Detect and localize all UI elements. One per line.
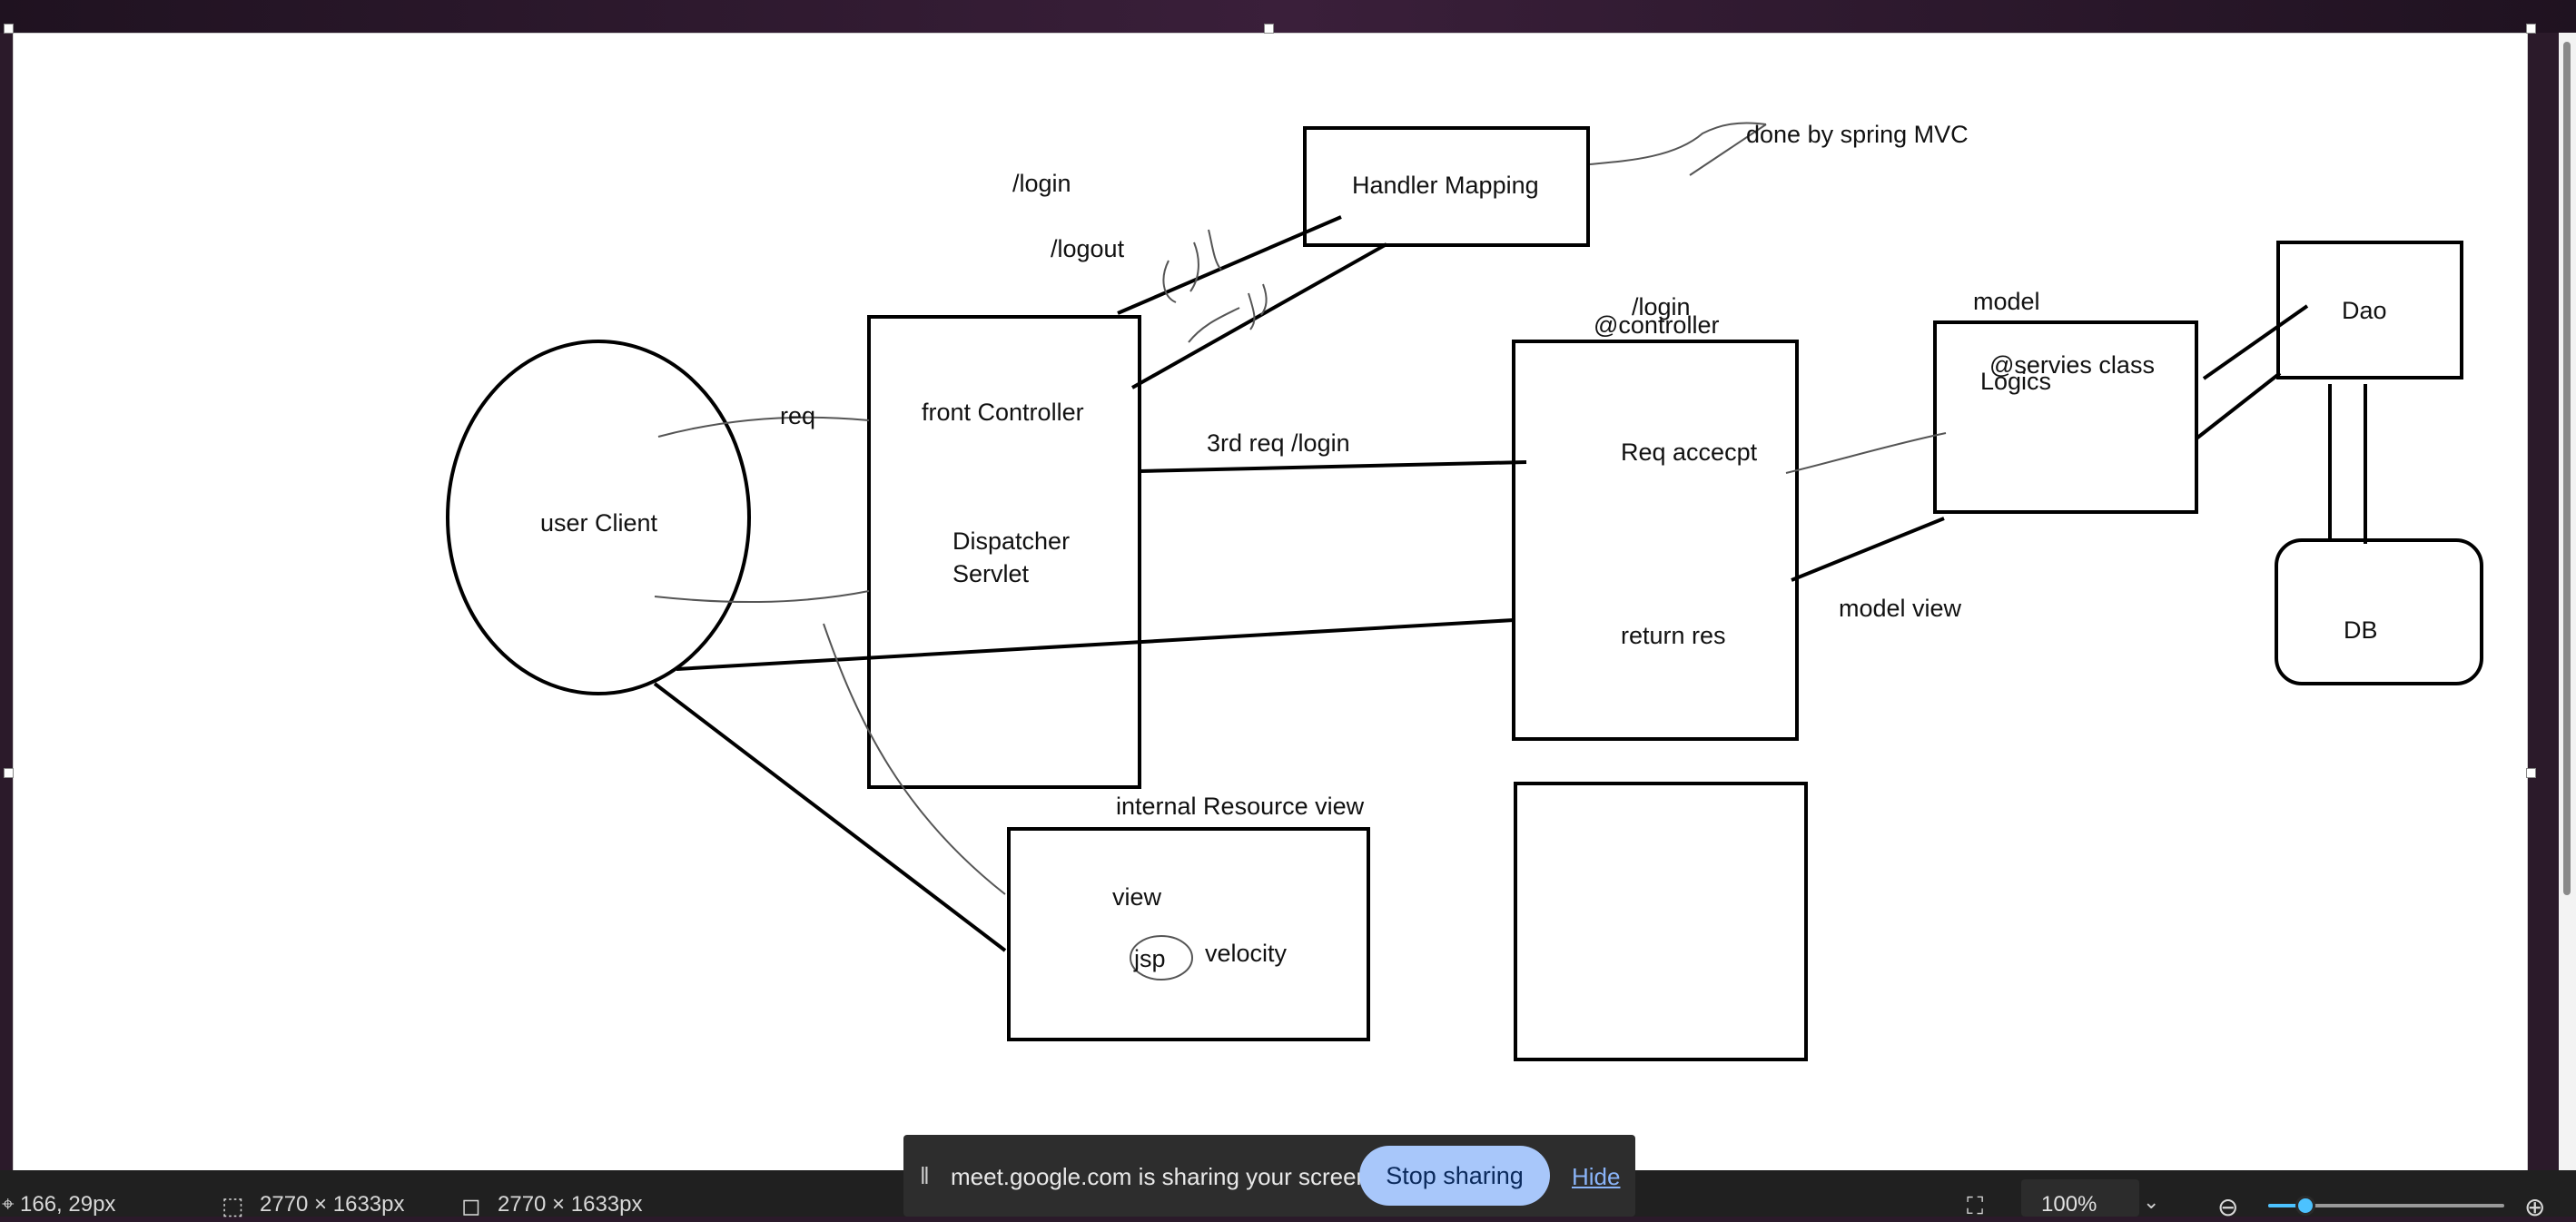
zoom-slider-fill (2268, 1204, 2305, 1207)
user-client-label: user Client (540, 509, 658, 537)
db-label: DB (2344, 616, 2378, 644)
share-message: meet.google.com is sharing your screen. (951, 1163, 1377, 1190)
done-by-label: done by spring MVC (1746, 121, 1969, 148)
fit-screen-icon[interactable]: ⛶ (1967, 1192, 1984, 1219)
front-to-controller-line (1139, 460, 1527, 473)
cursor-position: 166, 29px (20, 1192, 116, 1217)
user-client-shape (446, 340, 751, 695)
login-path-label: /login (1012, 170, 1071, 197)
controller-to-client-line (676, 618, 1515, 671)
model-view-label: model view (1839, 595, 1962, 622)
zoom-slider-track[interactable] (2268, 1196, 2504, 1216)
done-by-stroke-1 (1589, 122, 1767, 165)
jsp-circle (1130, 935, 1193, 981)
velocity-label: velocity (1205, 940, 1288, 967)
canvas-size: 2770 × 1633px (498, 1192, 643, 1217)
db-box (2275, 538, 2483, 685)
services-to-dao-line-1 (2202, 304, 2309, 380)
scrollbar-thumb[interactable] (2563, 42, 2571, 895)
scribble-1 (1162, 229, 1222, 303)
front-to-handler-line-1 (1117, 215, 1342, 315)
selection-size: 2770 × 1633px (260, 1192, 405, 1217)
diagram-drawing (446, 122, 2483, 1061)
req-label: req (780, 402, 816, 429)
zoom-slider-thumb[interactable] (2295, 1196, 2315, 1216)
res-arrow-stroke (654, 590, 870, 604)
resize-handle-top[interactable] (1264, 24, 1274, 34)
resize-handle-top-left[interactable] (4, 24, 14, 34)
zoom-value: 100% (2041, 1192, 2097, 1217)
drawing-canvas[interactable]: user Client req front Controller Dispatc… (13, 33, 2528, 1172)
req-accept-stroke (1785, 432, 1947, 474)
return-res-label: return res (1621, 622, 1726, 649)
view-box (1007, 827, 1370, 1041)
zoom-dropdown[interactable]: 100% ⌄ (2021, 1179, 2159, 1217)
controller-annotation-label: @controller (1594, 311, 1720, 339)
drag-handle-icon[interactable]: ‖ (920, 1162, 930, 1189)
req-accept-label: Req accecpt (1621, 439, 1758, 466)
resize-handle-top-right[interactable] (2526, 24, 2536, 34)
services-to-dao-line-2 (2195, 371, 2282, 440)
third-req-label: 3rd req /login (1207, 429, 1350, 457)
services-class-label: @servies class (1989, 351, 2155, 379)
view-arrow-stroke (823, 623, 1006, 895)
front-to-handler-line-2 (1131, 242, 1387, 389)
resize-handle-left[interactable] (4, 768, 14, 778)
view-label: view (1112, 883, 1162, 911)
dao-box (2276, 241, 2463, 379)
handler-mapping-label: Handler Mapping (1352, 172, 1539, 199)
controller-box (1512, 340, 1799, 741)
window-title-bar (0, 0, 2576, 33)
services-box (1933, 320, 2198, 514)
scribble-2 (1188, 283, 1268, 343)
front-controller-label: front Controller (922, 399, 1084, 426)
handler-mapping-box (1303, 126, 1590, 247)
screen-share-banner: ‖ meet.google.com is sharing your screen… (903, 1135, 1635, 1217)
servlet-label: Servlet (952, 560, 1030, 587)
model-label: model (1973, 288, 2040, 315)
done-by-stroke-2 (1689, 123, 1767, 176)
req-arrow-stroke (657, 416, 870, 438)
canvas-size-icon: ◻ (461, 1192, 481, 1219)
internal-resource-view-label: internal Resource view (1116, 793, 1365, 820)
client-to-view-line (653, 682, 1007, 952)
dispatcher-label: Dispatcher (952, 527, 1071, 555)
chevron-down-icon: ⌄ (2143, 1190, 2160, 1213)
vertical-scrollbar[interactable] (2559, 33, 2576, 1170)
cursor-icon: ⌖ (2, 1192, 15, 1217)
logout-path-label: /logout (1051, 235, 1125, 262)
hide-link[interactable]: Hide (1572, 1163, 1621, 1190)
logics-label: Logics (1980, 368, 2052, 395)
selection-icon: ⬚ (222, 1192, 244, 1219)
controller-to-services-line (1791, 517, 1945, 582)
controller-login-label: /login (1632, 293, 1691, 320)
front-controller-box (867, 315, 1141, 789)
zoom-in-icon[interactable]: ⊕ (2524, 1193, 2546, 1221)
dao-label: Dao (2342, 297, 2387, 324)
stop-sharing-button[interactable]: Stop sharing (1359, 1146, 1550, 1206)
empty-box (1514, 782, 1808, 1061)
resize-handle-right[interactable] (2526, 768, 2536, 778)
zoom-out-icon[interactable]: ⊖ (2217, 1193, 2239, 1221)
jsp-label: jsp (1134, 945, 1166, 972)
